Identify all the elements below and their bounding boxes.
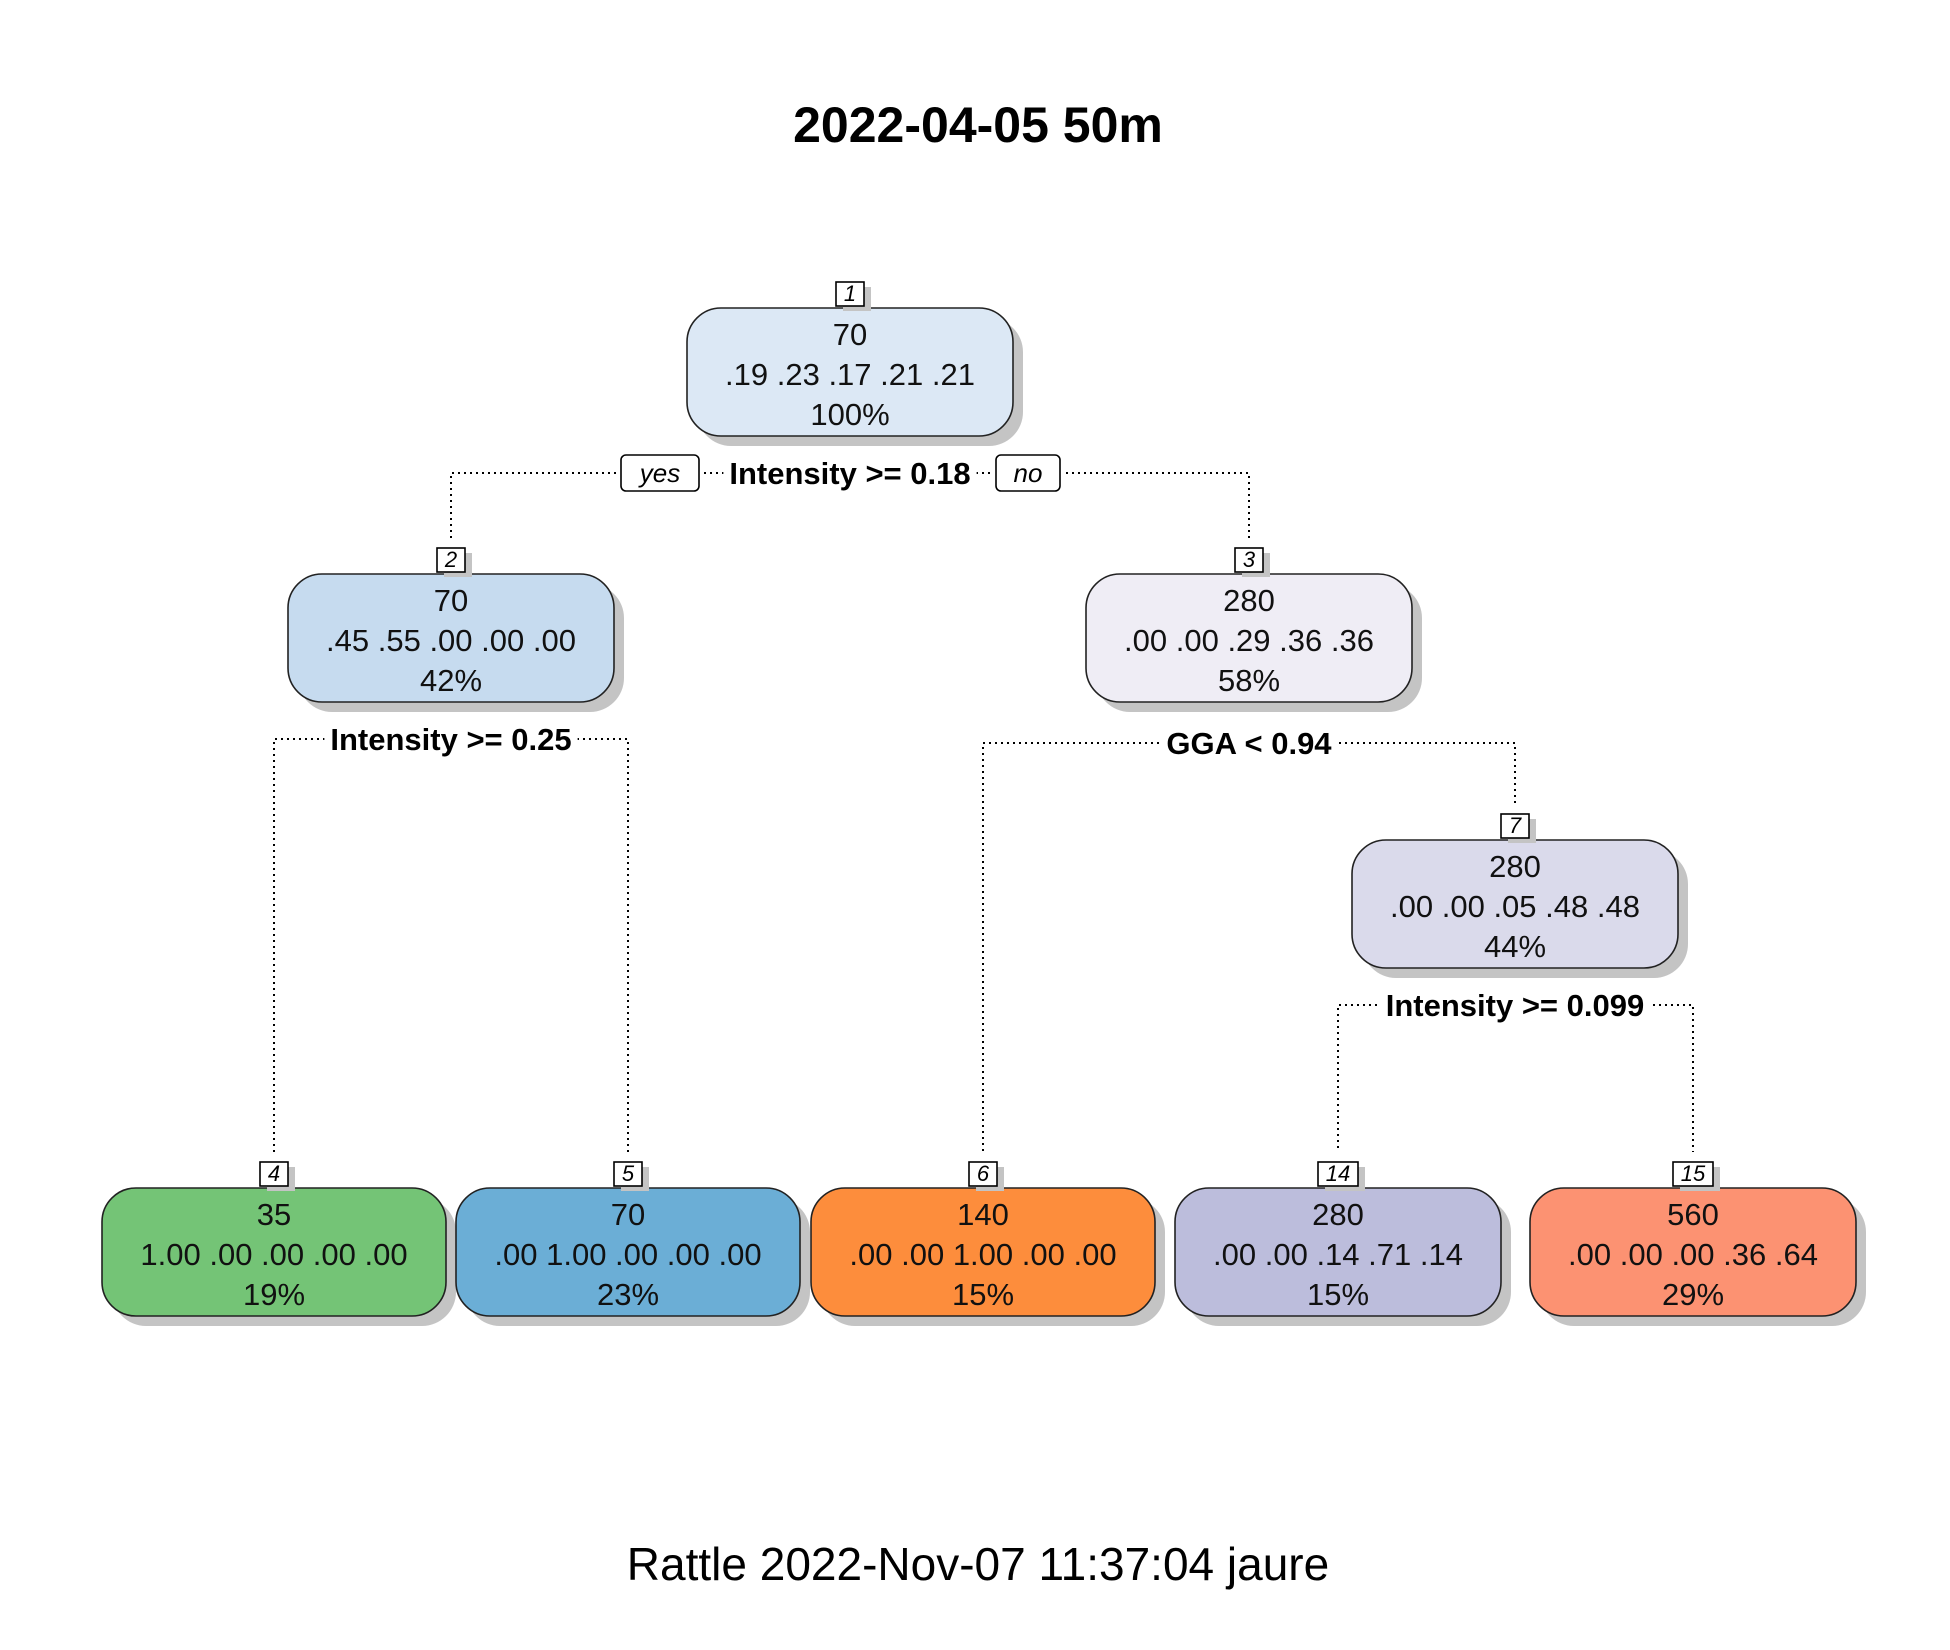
node-percentage: 15% xyxy=(1307,1277,1369,1312)
node-percentage: 15% xyxy=(952,1277,1014,1312)
node-probabilities: .45 .55 .00 .00 .00 xyxy=(326,623,576,658)
node-value: 280 xyxy=(1312,1197,1364,1232)
node-id-label: 3 xyxy=(1243,547,1256,572)
node-value: 560 xyxy=(1667,1197,1719,1232)
node-value: 70 xyxy=(611,1197,645,1232)
split-label: Intensity >= 0.25 xyxy=(330,722,571,757)
tree-edges xyxy=(273,472,1694,1152)
tree-node: 7 280 .00 .00 .05 .48 .48 44% xyxy=(1351,813,1688,978)
tree-nodes: 1 70 .19 .23 .17 .21 .21 100% 2 70 .45 .55 .00… xyxy=(101,281,1866,1326)
footer-caption: Rattle 2022-Nov-07 11:37:04 jaure xyxy=(627,1538,1329,1590)
split-label-bg xyxy=(1160,727,1339,759)
tree-edge xyxy=(1249,742,1516,804)
node-id-box xyxy=(1234,547,1264,573)
node-probabilities: .00 .00 .05 .48 .48 xyxy=(1390,889,1640,924)
tree-node: 14 280 .00 .00 .14 .71 .14 15% xyxy=(1174,1161,1511,1326)
node-id-label: 2 xyxy=(444,547,457,572)
node-probabilities: .00 .00 .29 .36 .36 xyxy=(1124,623,1374,658)
node-id-box xyxy=(1500,813,1530,839)
tree-edge xyxy=(850,472,1250,538)
split-label: Intensity >= 0.18 xyxy=(729,456,970,491)
split-label-bg xyxy=(1379,989,1651,1021)
node-percentage: 42% xyxy=(420,663,482,698)
node-id-label: 7 xyxy=(1509,813,1522,838)
node-probabilities: .00 .00 .14 .71 .14 xyxy=(1213,1237,1463,1272)
tree-node: 3 280 .00 .00 .29 .36 .36 58% xyxy=(1085,547,1422,712)
tree-edge xyxy=(1337,1004,1515,1152)
branch-label-text: yes xyxy=(638,458,680,488)
node-id-label: 14 xyxy=(1326,1161,1350,1186)
node-probabilities: .19 .23 .17 .21 .21 xyxy=(725,357,975,392)
node-value: 140 xyxy=(957,1197,1009,1232)
diagram-title: 2022-04-05 50m xyxy=(793,97,1163,153)
node-value: 70 xyxy=(434,583,468,618)
tree-node: 5 70 .00 1.00 .00 .00 .00 23% xyxy=(455,1161,810,1326)
node-id-label: 5 xyxy=(622,1161,635,1186)
split-label: Intensity >= 0.099 xyxy=(1386,988,1644,1023)
node-percentage: 23% xyxy=(597,1277,659,1312)
node-percentage: 19% xyxy=(243,1277,305,1312)
node-value: 280 xyxy=(1223,583,1275,618)
tree-node: 6 140 .00 .00 1.00 .00 .00 15% xyxy=(810,1161,1165,1326)
node-id-box xyxy=(436,547,466,573)
branch-label-text: no xyxy=(1014,458,1043,488)
tree-edge xyxy=(273,738,451,1152)
node-id-box xyxy=(1317,1161,1359,1187)
tree-node: 15 560 .00 .00 .00 .36 .64 29% xyxy=(1529,1161,1866,1326)
node-id-label: 1 xyxy=(844,281,856,306)
node-value: 35 xyxy=(257,1197,291,1232)
node-probabilities: .00 1.00 .00 .00 .00 xyxy=(494,1237,761,1272)
node-probabilities: .00 .00 .00 .36 .64 xyxy=(1568,1237,1818,1272)
tree-edge xyxy=(982,742,1249,1152)
node-id-label: 15 xyxy=(1681,1161,1706,1186)
node-id-box xyxy=(968,1161,998,1187)
tree-edge xyxy=(451,738,629,1152)
tree-node: 4 35 1.00 .00 .00 .00 .00 19% xyxy=(101,1161,456,1326)
split-label: GGA < 0.94 xyxy=(1166,726,1332,761)
node-percentage: 44% xyxy=(1484,929,1546,964)
split-label-bg xyxy=(723,457,977,489)
node-percentage: 58% xyxy=(1218,663,1280,698)
node-id-box xyxy=(1672,1161,1714,1187)
node-percentage: 100% xyxy=(810,397,889,432)
node-probabilities: .00 .00 1.00 .00 .00 xyxy=(849,1237,1116,1272)
tree-edge xyxy=(1515,1004,1694,1152)
node-id-box xyxy=(613,1161,643,1187)
yes-branch-label: yes xyxy=(617,454,703,492)
node-value: 70 xyxy=(833,317,867,352)
node-id-box xyxy=(259,1161,289,1187)
node-probabilities: 1.00 .00 .00 .00 .00 xyxy=(140,1237,407,1272)
node-percentage: 29% xyxy=(1662,1277,1724,1312)
node-id-label: 4 xyxy=(268,1161,280,1186)
branch-label-box xyxy=(995,454,1061,492)
tree-node: 2 70 .45 .55 .00 .00 .00 42% xyxy=(287,547,624,712)
node-id-box xyxy=(835,281,865,307)
tree-edge xyxy=(450,472,850,538)
node-id-label: 6 xyxy=(977,1161,990,1186)
node-value: 280 xyxy=(1489,849,1541,884)
tree-node: 1 70 .19 .23 .17 .21 .21 100% xyxy=(686,281,1023,446)
branch-label-box xyxy=(620,454,700,492)
split-label-bg xyxy=(324,723,578,755)
no-branch-label: no xyxy=(992,454,1064,492)
